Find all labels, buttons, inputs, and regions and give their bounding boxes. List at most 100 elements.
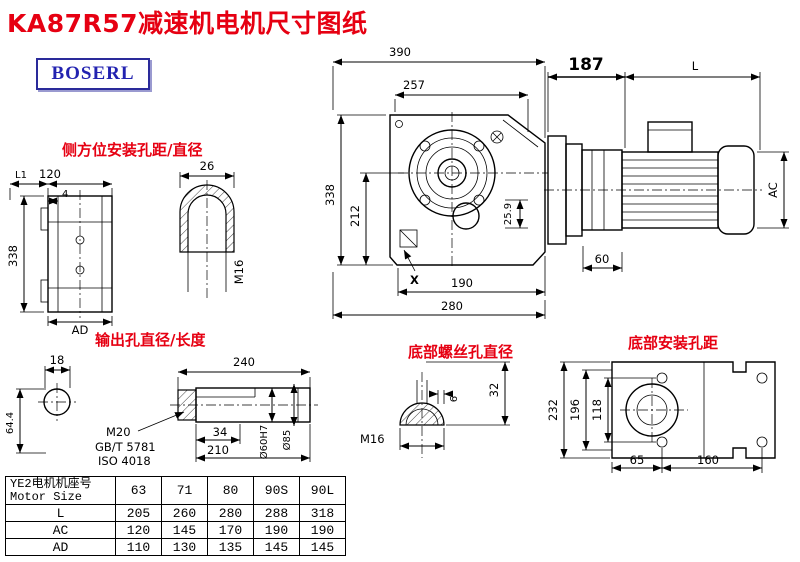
table-size-col: 71 (161, 476, 208, 505)
dim-L: L (625, 59, 761, 150)
foot-bolt-hole (756, 372, 768, 384)
table-cell: 145 (161, 521, 208, 539)
boserl-logo-text: BOSERL (51, 63, 135, 84)
dim-65-label: 65 (630, 453, 645, 467)
table-size-col: 90L (299, 476, 346, 505)
dim-390-label: 390 (389, 45, 411, 59)
bottom-screw-hole-view: 6 32 M16 (360, 361, 510, 458)
dim-338-side-label: 338 (6, 245, 20, 267)
table-cell: 135 (207, 538, 254, 556)
dim-L1-label: L1 (15, 170, 27, 181)
dim-60: 60 (582, 246, 623, 272)
flange-bolt-hole (419, 194, 431, 206)
bottom-mount-body (611, 361, 776, 459)
gearbox-outline (389, 114, 546, 266)
table-cell: 110 (115, 538, 162, 556)
side-mount-hole-view: 26 M16 (179, 159, 246, 300)
breather-plug (490, 130, 504, 144)
dim-34-label: 34 (213, 425, 228, 439)
table-row-AD: AD 110 130 135 145 145 (5, 538, 346, 556)
dim-X-label: X (410, 273, 419, 287)
dim-190-label: 190 (451, 276, 473, 290)
technical-drawing: 390 257 187 L 338 212 (5, 45, 789, 473)
table-cell: 130 (161, 538, 208, 556)
dim-338-main: 338 (323, 114, 393, 266)
section-label-bottom-mount: 底部安装孔距 (628, 334, 719, 352)
thread-M20-label: M20 (106, 425, 131, 439)
page-title: KA87R57减速机电机尺寸图纸 (7, 9, 368, 38)
dim-390: 390 (332, 45, 546, 138)
table-cell: 145 (299, 538, 346, 556)
table-size-col: 80 (207, 476, 254, 505)
table-cell: 120 (115, 521, 162, 539)
drain-hole (452, 202, 480, 230)
table-cell: 260 (161, 504, 208, 522)
dim-187: 187 (547, 55, 626, 148)
dim-196-label: 196 (568, 399, 582, 421)
dim-X: X (403, 249, 419, 287)
dim-25-9: 25.9 (503, 199, 528, 229)
dim-280: 280 (332, 272, 546, 319)
dim-232-label: 232 (546, 399, 560, 421)
dim-187-label: 187 (568, 55, 604, 75)
output-shaft-view: 18 64.4 240 M20 GB/T 5781 ISO 4018 (5, 353, 318, 468)
dim-AD-label: AD (72, 323, 89, 337)
motor-size-table: YE2电机机座号 Motor Size 63 71 80 90S 90L L 2… (5, 476, 346, 556)
dim-18-label: 18 (50, 353, 65, 367)
dim-64-4-label: 64.4 (5, 412, 16, 434)
section-label-side-mount: 侧方位安装孔距/直径 (62, 141, 203, 159)
table-header-cn: YE2电机机座号 (10, 476, 92, 491)
table-size-col: 63 (115, 476, 162, 505)
main-gearbox-motor-view (389, 112, 762, 268)
row-label: AD (5, 538, 116, 556)
table-header-en: Motor Size (10, 489, 83, 504)
flange-bolt-hole (419, 140, 431, 152)
dim-AC: AC (757, 151, 789, 229)
slot-section (179, 184, 235, 253)
section-label-output: 输出孔直径/长度 (95, 331, 206, 349)
dim-60-label: 60 (595, 252, 610, 266)
dim-160-label: 160 (697, 453, 719, 467)
terminal-box (647, 121, 693, 153)
dim-240-label: 240 (233, 355, 255, 369)
dim-338-main-label: 338 (323, 184, 337, 206)
gearbox-side-view: L1 120 4 338 AD (6, 167, 113, 337)
dim-L-label: L (692, 59, 699, 73)
mounting-pad (40, 207, 49, 231)
table-cell: 205 (115, 504, 162, 522)
dim-118-label: 118 (590, 399, 604, 421)
table-header-row: YE2电机机座号 Motor Size 63 71 80 90S 90L (5, 476, 346, 505)
oil-plug-square (399, 229, 418, 248)
foot-bolt-hole (656, 436, 668, 448)
table-size-col: 90S (253, 476, 300, 505)
fan-cover (717, 145, 755, 235)
dim-AC-label: AC (766, 182, 780, 198)
dim-M16-bottom-label: M16 (360, 432, 385, 446)
mounting-pad (40, 279, 49, 303)
dim-190: 190 (397, 256, 546, 296)
dim-d85-label: Ø85 (281, 430, 293, 451)
dim-280-label: 280 (441, 299, 463, 313)
dim-6-label: 6 (449, 396, 460, 402)
flange-bolt-hole (473, 194, 485, 206)
section-label-bottom-screw: 底部螺丝孔直径 (408, 343, 514, 361)
bottom-mount-view: 232 196 118 65 160 (546, 361, 776, 473)
dim-257: 257 (394, 78, 529, 132)
table-cell: 318 (299, 504, 346, 522)
table-cell: 280 (207, 504, 254, 522)
boserl-logo: BOSERL (36, 58, 150, 90)
dim-4-label: 4 (62, 189, 68, 200)
dim-32-label: 32 (487, 383, 501, 398)
row-label: L (5, 504, 116, 522)
dim-120-label: 120 (39, 167, 61, 181)
table-header-motor-size: YE2电机机座号 Motor Size (5, 476, 116, 505)
table-cell: 145 (253, 538, 300, 556)
std-iso4018-label: ISO 4018 (98, 454, 151, 468)
table-cell: 170 (207, 521, 254, 539)
foot-bolt-hole (656, 372, 668, 384)
table-cell: 190 (299, 521, 346, 539)
foot-bolt-hole (756, 436, 768, 448)
dim-257-label: 257 (403, 78, 425, 92)
table-cell: 288 (253, 504, 300, 522)
std-gbt5781-label: GB/T 5781 (95, 440, 156, 454)
